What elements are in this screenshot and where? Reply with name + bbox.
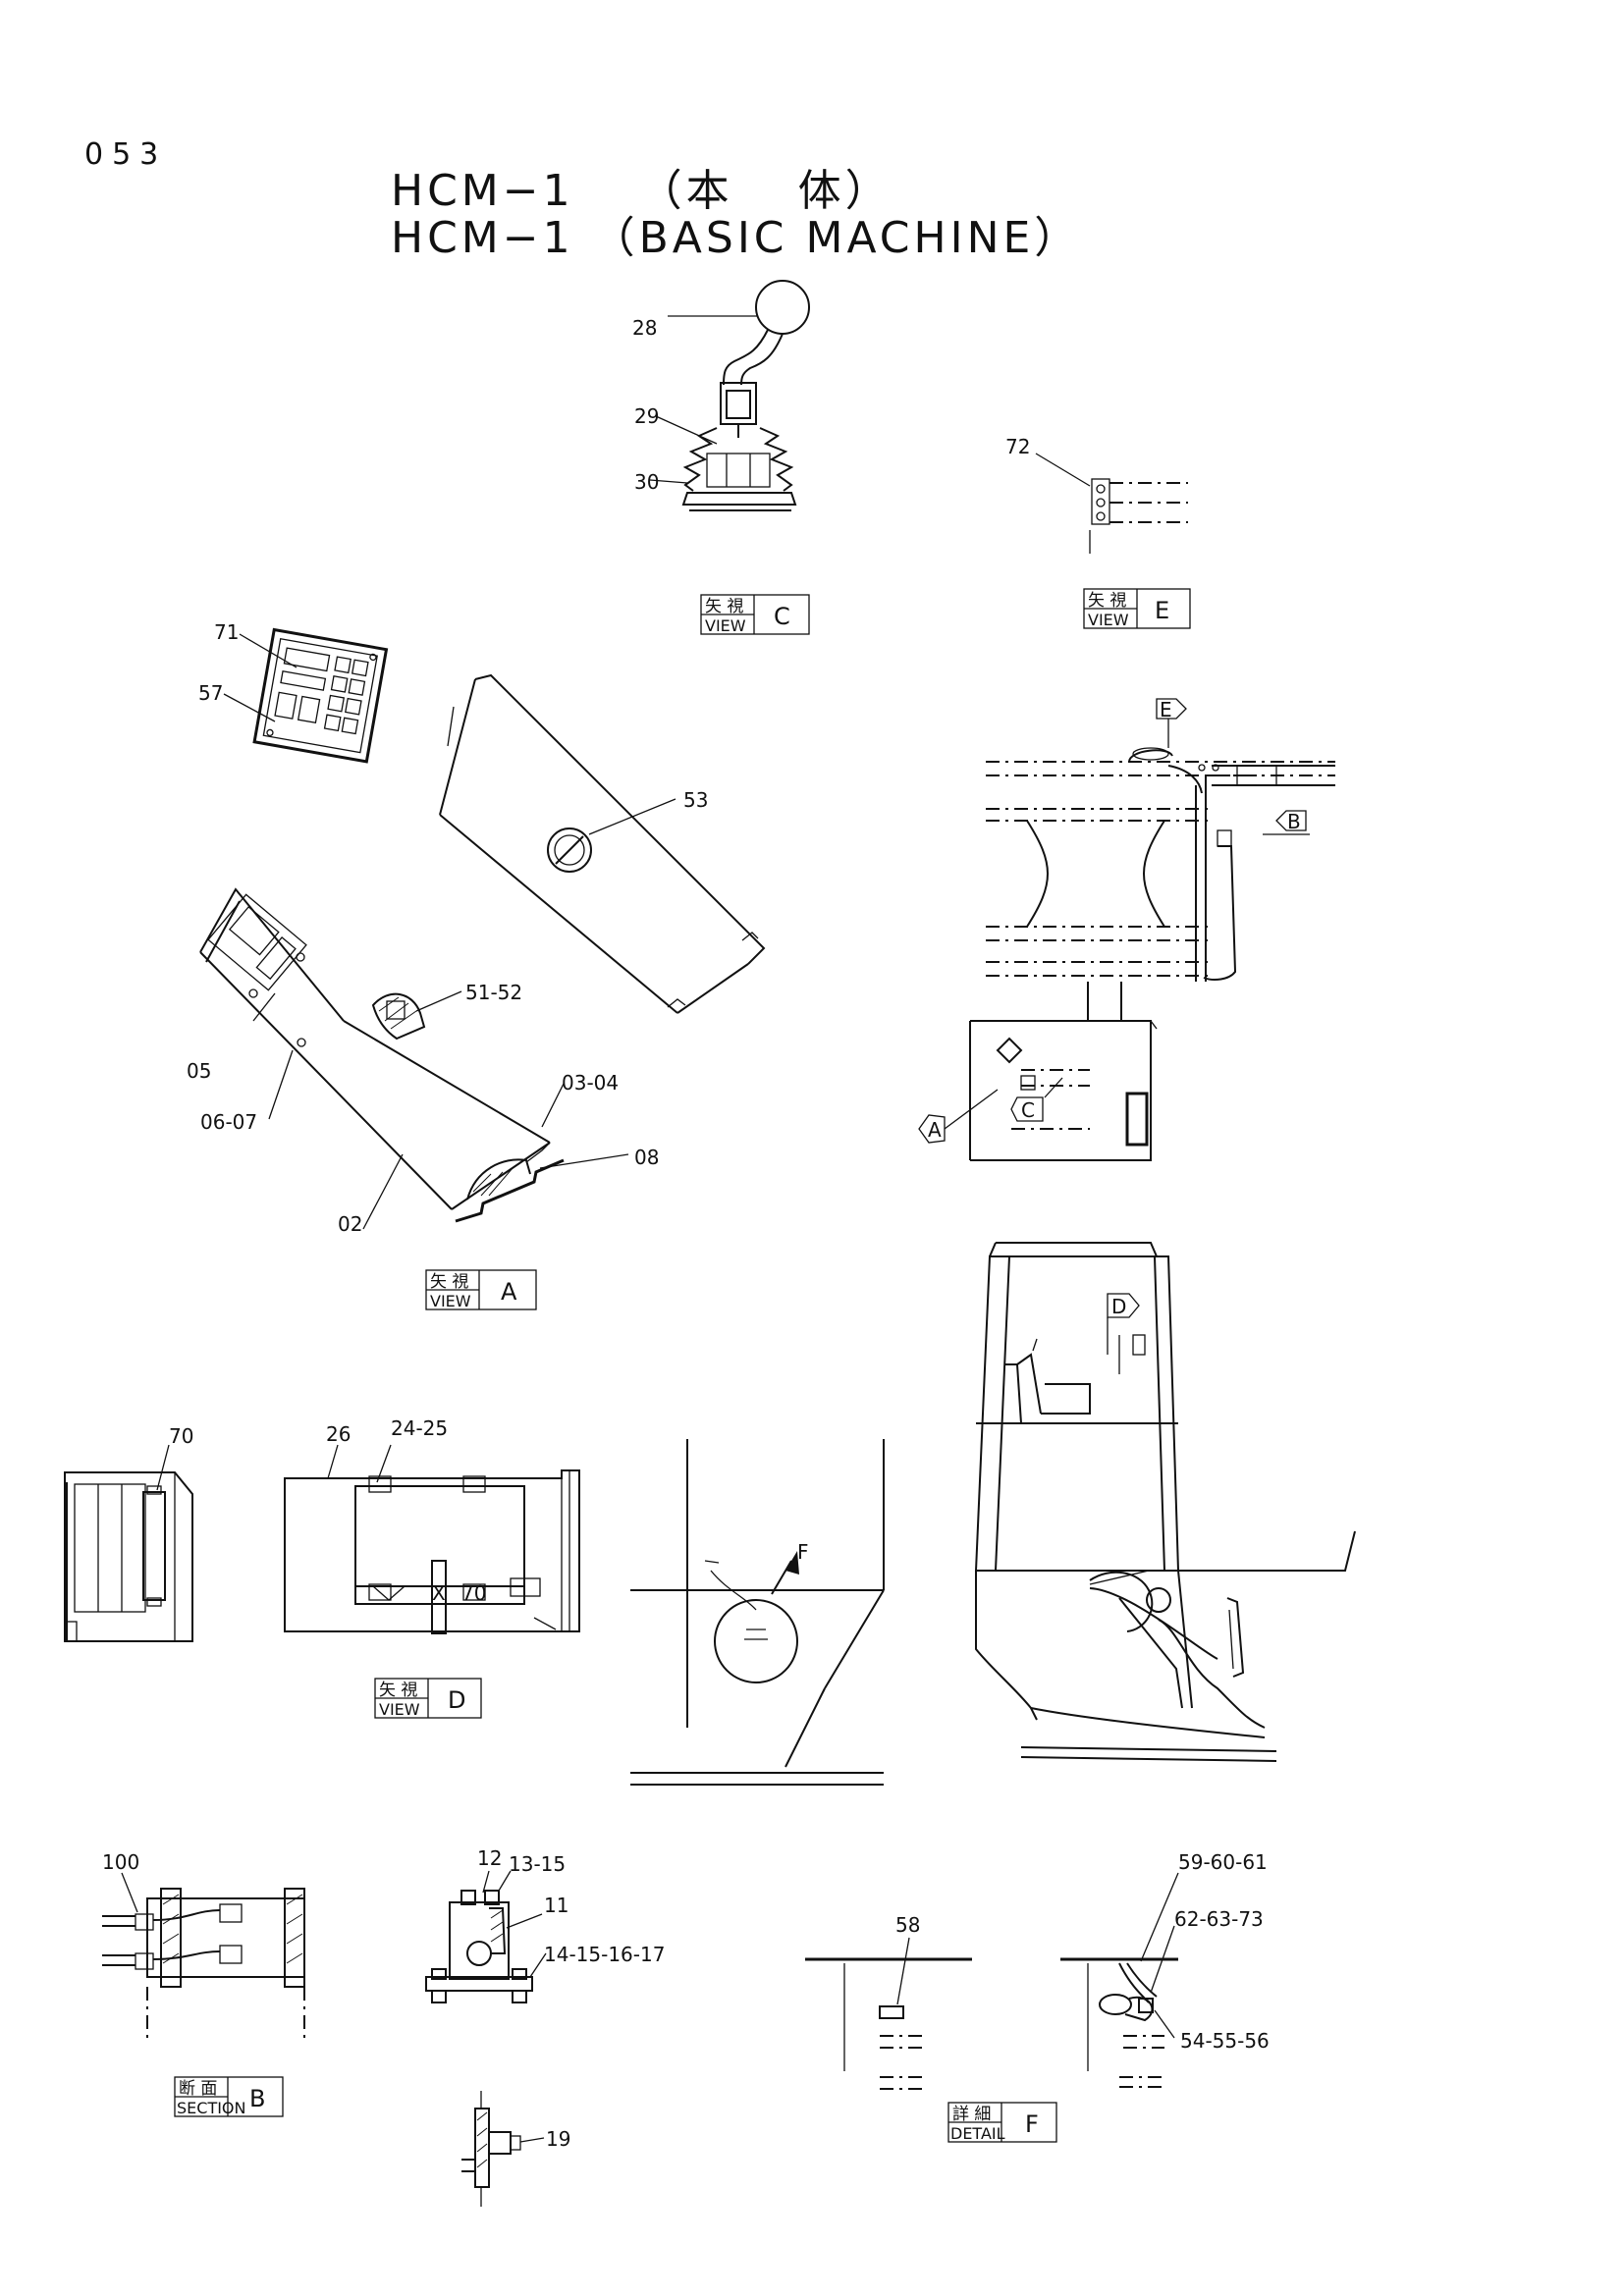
svg-text:矢 視: 矢 視 — [379, 1681, 417, 1700]
label-62-63-73: 62-63-73 — [1174, 1907, 1264, 1931]
svg-text:C: C — [1021, 1098, 1035, 1122]
label-72: 72 — [1005, 435, 1030, 458]
title-japanese: HCM−1 （本 体） — [391, 166, 893, 216]
view-d-marker: D — [1107, 1293, 1140, 1355]
section-b-label: 断 面 SECTION B — [174, 2076, 284, 2117]
label-100: 100 — [102, 1850, 139, 1874]
svg-text:A: A — [501, 1278, 517, 1306]
svg-text:DETAIL: DETAIL — [950, 2124, 1005, 2143]
svg-text:矢 視: 矢 視 — [430, 1272, 468, 1292]
pedestal-detail-f-location — [630, 1439, 885, 1786]
view-a-marker: A — [918, 1089, 999, 1144]
svg-text:断 面: 断 面 — [179, 2079, 217, 2099]
label-28: 28 — [632, 316, 657, 340]
view-d-label: 矢 視 VIEW D — [374, 1678, 482, 1719]
svg-text:A: A — [928, 1118, 942, 1142]
label-53: 53 — [683, 788, 708, 812]
svg-text:VIEW: VIEW — [705, 616, 746, 635]
section-b-drawing — [102, 1888, 305, 2042]
svg-text:詳 細: 詳 細 — [952, 2105, 991, 2124]
base-plate-view-d-drawing: X 70 — [284, 1469, 580, 1634]
view-e-marker: E — [1156, 698, 1187, 748]
label-54-55-56: 54-55-56 — [1180, 2029, 1270, 2053]
svg-text:C: C — [774, 603, 790, 630]
relay-box-side-view — [64, 1471, 193, 1642]
machine-lower-assembly — [974, 1242, 1356, 1762]
label-06-07: 06-07 — [200, 1110, 257, 1134]
svg-text:D: D — [448, 1686, 465, 1714]
detail-f-label: 詳 細 DETAIL F — [947, 2102, 1057, 2143]
view-e-label: 矢 視 VIEW E — [1083, 588, 1191, 629]
svg-text:D: D — [1111, 1295, 1126, 1318]
lever-assembly-drawing — [681, 280, 810, 511]
label-19: 19 — [546, 2127, 570, 2151]
label-51-52: 51-52 — [465, 981, 522, 1004]
label-26: 26 — [326, 1422, 351, 1446]
detail-f-left-drawing — [805, 1957, 972, 2090]
svg-text:VIEW: VIEW — [1088, 611, 1129, 629]
svg-text:SECTION: SECTION — [177, 2099, 246, 2117]
svg-text:B: B — [249, 2085, 265, 2112]
terminal-block-drawing — [425, 1890, 533, 2003]
label-58: 58 — [895, 1913, 920, 1937]
machine-base-box — [969, 1020, 1158, 1161]
label-71: 71 — [214, 620, 239, 644]
svg-text:VIEW: VIEW — [430, 1292, 471, 1310]
view-c-label: 矢 視 VIEW C — [700, 594, 810, 635]
label-11: 11 — [544, 1894, 568, 1917]
label-08: 08 — [634, 1146, 659, 1169]
view-b-marker: B — [1263, 810, 1310, 835]
label-57: 57 — [198, 681, 223, 705]
label-30: 30 — [634, 470, 659, 494]
label-59-60-61: 59-60-61 — [1178, 1850, 1268, 1874]
svg-text:矢 視: 矢 視 — [1088, 591, 1126, 611]
front-panel-drawing — [199, 887, 565, 1223]
label-24-25: 24-25 — [391, 1416, 448, 1440]
view-a-label: 矢 視 VIEW A — [425, 1269, 537, 1310]
view-c-marker: C — [1010, 1077, 1063, 1122]
label-70: 70 — [169, 1424, 193, 1448]
label-13-15: 13-15 — [509, 1852, 566, 1876]
svg-text:E: E — [1160, 698, 1172, 721]
label-29: 29 — [634, 404, 659, 428]
keypad-panel-drawing — [252, 627, 389, 764]
svg-text:X: X — [432, 1581, 446, 1605]
label-05: 05 — [187, 1059, 211, 1083]
machine-upper-assembly — [986, 747, 1335, 1021]
title-english: HCM−1 （BASIC MACHINE） — [391, 213, 1082, 263]
svg-text:VIEW: VIEW — [379, 1700, 420, 1719]
svg-text:E: E — [1155, 597, 1169, 624]
svg-text:B: B — [1287, 810, 1301, 833]
svg-text:矢 視: 矢 視 — [705, 597, 743, 616]
connector-view-e-drawing — [1035, 453, 1188, 554]
label-12: 12 — [477, 1846, 502, 1870]
svg-text:F: F — [1025, 2110, 1039, 2138]
marker-f: F — [797, 1540, 809, 1564]
bracket-19-drawing — [461, 2091, 521, 2207]
detail-f-right-drawing — [1060, 1957, 1178, 2088]
label-03-04: 03-04 — [562, 1071, 619, 1095]
label-02: 02 — [338, 1212, 362, 1236]
page-number: 053 — [84, 137, 168, 172]
svg-text:70: 70 — [461, 1581, 486, 1605]
label-14-15-16-17: 14-15-16-17 — [544, 1943, 665, 1966]
cover-panel-drawing — [439, 673, 766, 1014]
